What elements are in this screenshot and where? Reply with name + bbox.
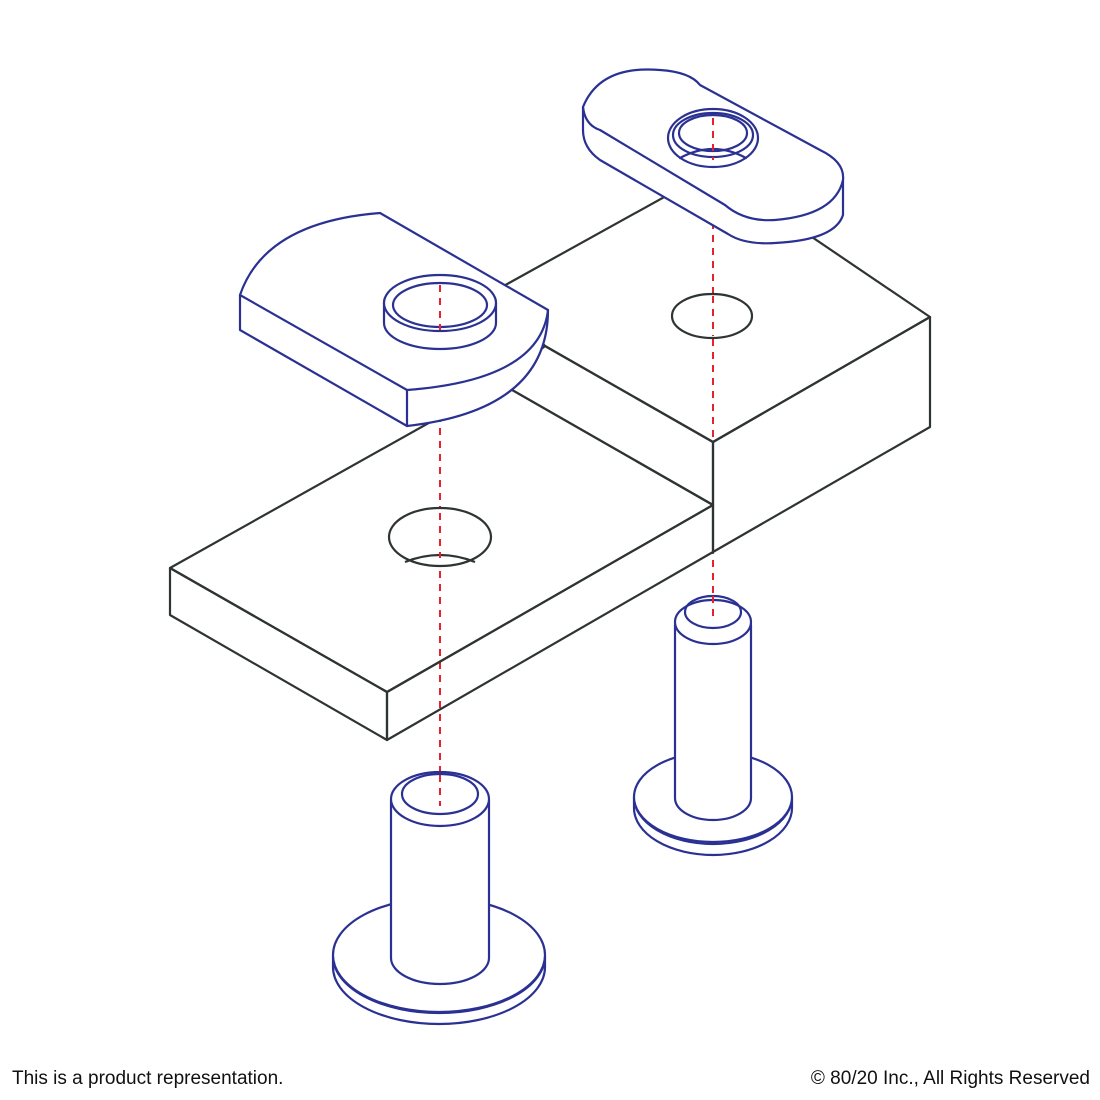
copyright-notice: © 80/20 Inc., All Rights Reserved — [810, 1068, 1090, 1089]
bar-lower-right-face — [385, 503, 715, 742]
right-nut-bore-outer — [666, 107, 760, 169]
left-fastener-top — [389, 770, 491, 828]
right-fastener-shank — [673, 623, 753, 822]
left-fastener-bore — [400, 772, 480, 816]
assembly-axes — [439, 118, 714, 808]
right-flanged-fastener — [632, 594, 794, 857]
left-nut-top-edge — [238, 293, 550, 392]
bar-hole-lower — [387, 506, 493, 568]
left-half-round-nut — [238, 211, 550, 428]
left-fastener-shank — [389, 798, 491, 986]
right-fastener-flange — [632, 795, 794, 857]
bar-upper-right-face — [711, 315, 932, 554]
right-nut-top-edge — [581, 105, 845, 222]
left-flanged-fastener — [331, 770, 547, 1026]
right-oblong-nut — [581, 68, 845, 245]
bar-lower-front-face — [168, 566, 389, 742]
stepped-bar — [168, 168, 932, 742]
product-representation-note: This is a product representation. — [12, 1068, 284, 1089]
